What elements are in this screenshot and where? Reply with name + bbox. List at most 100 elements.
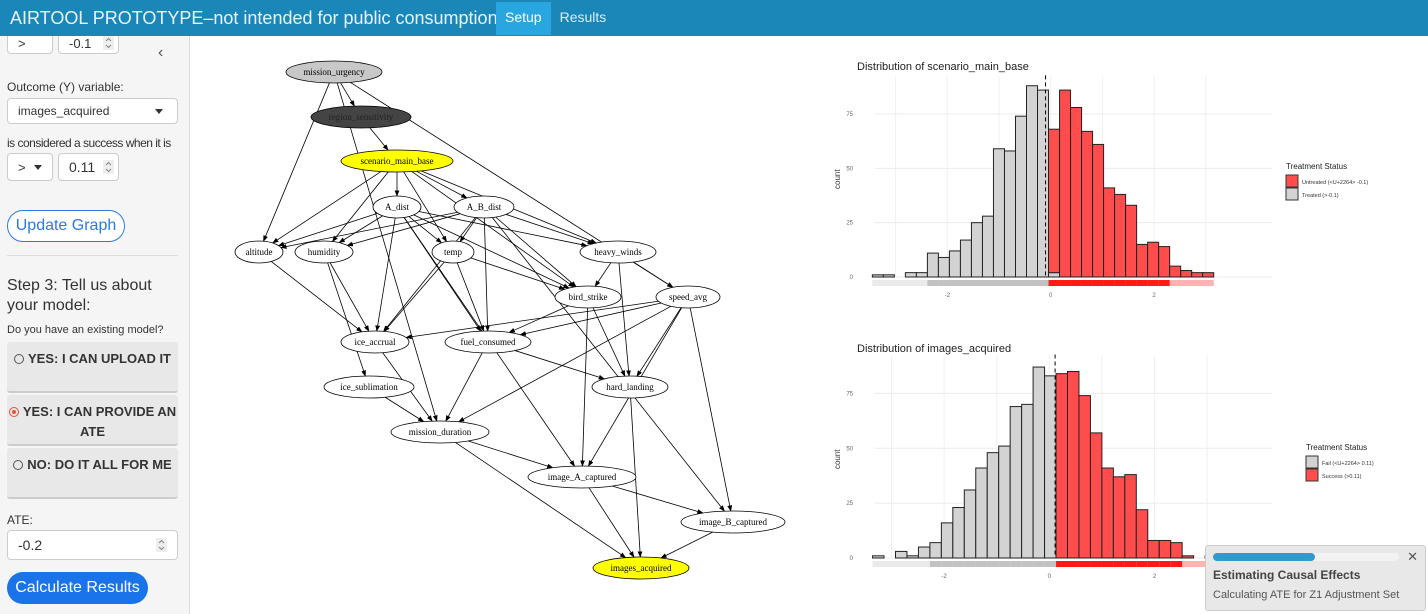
divider (7, 255, 178, 256)
edge-temp-ice_accrual (383, 261, 445, 333)
edge-fuel_consumed-mission_duration (445, 352, 483, 422)
rug-marks (1101, 561, 1114, 567)
x-tick-label: 0 (1049, 293, 1053, 299)
rug-marks (916, 280, 928, 286)
option-upload[interactable]: YES: I CAN UPLOAD IT (7, 342, 178, 393)
node-altitude[interactable]: altitude (234, 240, 284, 264)
legend-swatch (1285, 174, 1299, 188)
node-images_acquired[interactable]: images_acquired (592, 556, 690, 580)
node-A_dist[interactable]: A_dist (372, 195, 422, 219)
rug-marks (1010, 561, 1022, 567)
edge-A_B_dist-fuel_consumed (483, 217, 490, 332)
ate-value: -0.2 (18, 537, 43, 553)
rug-marks (949, 280, 961, 286)
option-label: YES: I CAN PROVIDE AN ATE (22, 404, 177, 439)
rug-marks (906, 561, 919, 567)
rug-marks (1056, 561, 1068, 567)
rug-marks (1004, 280, 1016, 286)
node-label: A_dist (385, 202, 410, 212)
outcome-value: images_acquired (18, 104, 110, 118)
node-heavy_winds[interactable]: heavy_winds (579, 240, 657, 264)
node-bird_strike[interactable]: bird_strike (554, 285, 622, 309)
ate-input[interactable]: -0.2 (7, 530, 178, 560)
edge-speed_avg-ice_accrual (405, 300, 659, 340)
histogram-bar (1055, 373, 1068, 559)
edge-scenario_main_base-altitude (272, 171, 382, 244)
node-temp[interactable]: temp (431, 240, 475, 264)
node-label: fuel_consumed (461, 337, 516, 347)
close-icon[interactable]: ✕ (1407, 549, 1418, 564)
legend-label: Untreated (<U+2264> -0.1) (1302, 180, 1368, 186)
node-ice_sublimation[interactable]: ice_sublimation (323, 375, 415, 399)
histogram-bar (904, 272, 917, 278)
outcome-select[interactable]: images_acquired (7, 98, 178, 124)
histogram-bar (986, 452, 1000, 559)
histogram-bar (1147, 539, 1160, 559)
rug-marks (975, 561, 988, 567)
toast-message: Calculating ATE for Z1 Adjustment Set (1213, 589, 1400, 601)
node-label: region_sensitivity (329, 112, 394, 122)
histogram-bar (1037, 89, 1050, 278)
node-scenario_main_base[interactable]: scenario_main_base (340, 149, 454, 173)
rug-marks (883, 280, 895, 286)
node-label: humidity (308, 247, 341, 257)
node-mission_urgency[interactable]: mission_urgency (285, 60, 383, 84)
caret-down-icon (34, 165, 42, 174)
x-tick-label: -2 (941, 574, 947, 580)
treatment-operator-select[interactable]: > (7, 36, 53, 54)
spinner-icon[interactable] (103, 160, 114, 174)
rug-marks (1125, 280, 1137, 286)
histogram-bar (1124, 474, 1137, 559)
y-tick-label: 50 (846, 166, 853, 172)
histogram-bar (1009, 406, 1023, 559)
histogram-bar (1092, 143, 1105, 278)
rug-marks (872, 561, 885, 567)
node-image_A_captured[interactable]: image_A_captured (527, 465, 637, 489)
causal-graph: mission_urgency region_sensitivityscenari… (234, 60, 786, 580)
node-hard_landing[interactable]: hard_landing (591, 375, 669, 399)
chevron-left-icon[interactable]: ‹ (158, 44, 164, 61)
histogram-bar (1181, 555, 1195, 559)
legend-swatch (1305, 455, 1319, 469)
histogram-bar (929, 542, 942, 559)
tab-setup[interactable]: Setup (496, 1, 551, 35)
node-speed_avg[interactable]: speed_avg (655, 285, 721, 309)
option-label: YES: I CAN UPLOAD IT (27, 351, 171, 366)
rug-marks (1113, 561, 1125, 567)
edge-fuel_consumed-hard_landing (514, 350, 606, 380)
rug-marks (941, 561, 953, 567)
histogram-bar (1032, 366, 1046, 559)
tab-results[interactable]: Results (559, 8, 607, 25)
histogram-bar (1021, 403, 1034, 559)
option-do-it-all[interactable]: NO: DO IT ALL FOR ME (7, 448, 178, 499)
success-operator-select[interactable]: > (7, 153, 53, 181)
edge-scenario_main_base-humidity (331, 171, 389, 243)
node-mission_duration[interactable]: mission_duration (390, 420, 490, 444)
edge-A_dist-bird_strike (413, 214, 570, 289)
node-region_sensitivity[interactable]: region_sensitivity (310, 105, 412, 129)
option-provide-ate[interactable]: YES: I CAN PROVIDE AN ATE (7, 395, 178, 446)
rug-marks (918, 561, 930, 567)
toast-title: Estimating Causal Effects (1213, 568, 1361, 582)
update-graph-button[interactable]: Update Graph (7, 210, 125, 242)
histogram-bar (1147, 241, 1160, 278)
node-image_B_captured[interactable]: image_B_captured (680, 510, 786, 534)
calculate-results-button[interactable]: Calculate Results (7, 572, 148, 604)
rug-marks (1124, 561, 1137, 567)
edge-heavy_winds-speed_avg (633, 261, 674, 288)
node-A_B_dist[interactable]: A_B_dist (453, 195, 515, 219)
histogram-bar (894, 550, 908, 559)
node-humidity[interactable]: humidity (294, 240, 354, 264)
rug-marks (1136, 561, 1148, 567)
x-tick-label: 2 (1153, 574, 1157, 580)
edge-A_B_dist-heavy_winds (505, 214, 594, 245)
treatment-threshold-input[interactable]: -0.1 (58, 36, 119, 54)
histogram-bar (1070, 106, 1083, 278)
node-fuel_consumed[interactable]: fuel_consumed (444, 330, 532, 354)
success-threshold-input[interactable]: 0.11 (58, 153, 119, 181)
progress-bar (1213, 553, 1316, 561)
node-label: A_B_dist (467, 202, 502, 212)
spinner-icon[interactable] (156, 538, 167, 552)
node-ice_accrual[interactable]: ice_accrual (340, 330, 410, 354)
spinner-icon[interactable] (103, 36, 114, 50)
